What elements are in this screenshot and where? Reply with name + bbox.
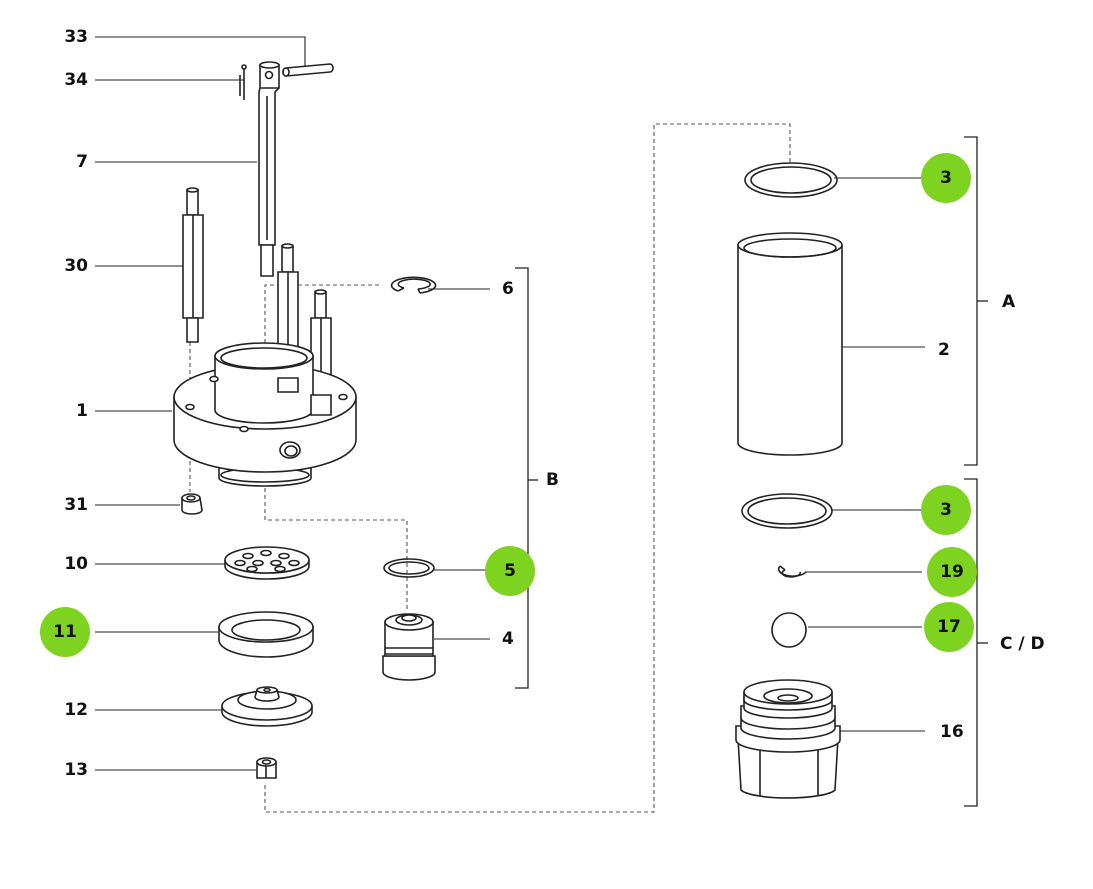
callout-31: 31: [64, 495, 88, 515]
callout-33: 33: [64, 27, 88, 47]
callout-12: 12: [64, 700, 88, 720]
leader-lines: [95, 36, 925, 771]
callout-2: 2: [938, 340, 950, 360]
part-3-o-ring-bottom: [741, 493, 833, 529]
callout-5-highlighted: 5: [485, 546, 535, 596]
part-12-diaphragm: [221, 686, 313, 727]
group-label-a: A: [1002, 292, 1016, 312]
callout-11-highlighted: 11: [40, 607, 90, 657]
part-4-valve-body: [382, 613, 436, 681]
part-6-circlip: [390, 276, 437, 294]
callout-13: 13: [64, 760, 88, 780]
part-16-valve-housing: [735, 679, 841, 799]
callout-30: 30: [64, 256, 88, 276]
part-19-clip: [777, 565, 807, 578]
part-10-valve-plate: [224, 546, 310, 580]
callout-1: 1: [76, 401, 88, 421]
callout-3-top-highlighted: 3: [921, 153, 971, 203]
group-label-c-d: C / D: [1000, 634, 1045, 654]
part-3-o-ring-top: [744, 162, 838, 198]
part-34-cotter-pin: [239, 64, 247, 100]
part-5-o-ring: [383, 558, 435, 578]
part-33-pin: [282, 63, 334, 77]
part-7-piston-rod: [258, 61, 280, 277]
group-label-b: B: [546, 470, 559, 490]
callout-6: 6: [502, 279, 514, 299]
callout-4: 4: [502, 629, 514, 649]
part-11-seal: [218, 611, 314, 658]
group-brackets: [515, 136, 988, 807]
callout-16: 16: [940, 722, 964, 742]
callout-7: 7: [76, 152, 88, 172]
callout-3-bottom-highlighted: 3: [921, 485, 971, 535]
callout-34: 34: [64, 70, 88, 90]
part-17-ball: [771, 612, 807, 648]
part-1-pump-base: [173, 342, 357, 487]
callout-17-highlighted: 17: [924, 602, 974, 652]
callout-19-highlighted: 19: [927, 547, 977, 597]
part-31-nut: [181, 493, 203, 515]
part-30-tie-rod: [182, 187, 204, 343]
part-13-small-nut: [256, 757, 277, 779]
part-2-cylinder: [737, 232, 843, 456]
callout-10: 10: [64, 554, 88, 574]
